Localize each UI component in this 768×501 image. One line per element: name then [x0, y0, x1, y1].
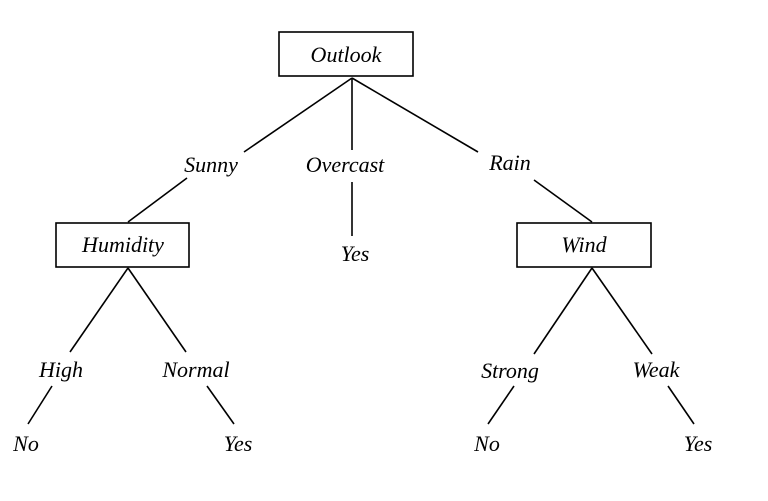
edge-label-high: High — [39, 357, 83, 382]
node-box-humidity — [55, 222, 190, 268]
node-box-wind — [516, 222, 652, 268]
edge-humidity-high — [69, 267, 129, 353]
edge-high-no — [27, 385, 53, 425]
edge-label-normal: Normal — [162, 357, 230, 382]
leaf-normal-yes: Yes — [223, 431, 253, 456]
edge-wind-weak — [591, 267, 653, 355]
edge-label-rain: Rain — [489, 150, 531, 175]
leaf-overcast-yes: Yes — [340, 241, 370, 266]
leaf-strong-no: No — [474, 431, 500, 456]
leaf-weak-yes: Yes — [683, 431, 713, 456]
edge-label-weak: Weak — [632, 357, 680, 382]
edge-label-sunny: Sunny — [184, 152, 238, 177]
edge-rain-wind — [533, 179, 593, 223]
edge-wind-strong — [533, 267, 593, 355]
edge-sunny-humidity — [127, 177, 188, 223]
node-box-outlook — [278, 31, 414, 77]
edge-weak-yes — [667, 385, 695, 425]
node-humidity-label: Humidity — [82, 232, 164, 257]
node-wind-label: Wind — [561, 232, 607, 257]
leaf-high-no: No — [13, 431, 39, 456]
edge-outlook-rain — [351, 77, 479, 153]
edge-outlook-sunny — [243, 77, 353, 153]
node-outlook-label: Outlook — [310, 42, 382, 67]
edge-normal-yes — [206, 385, 235, 425]
edge-strong-no — [487, 385, 515, 425]
edge-label-overcast: Overcast — [305, 152, 385, 177]
edge-humidity-normal — [127, 267, 187, 353]
edge-label-strong: Strong — [481, 358, 539, 383]
